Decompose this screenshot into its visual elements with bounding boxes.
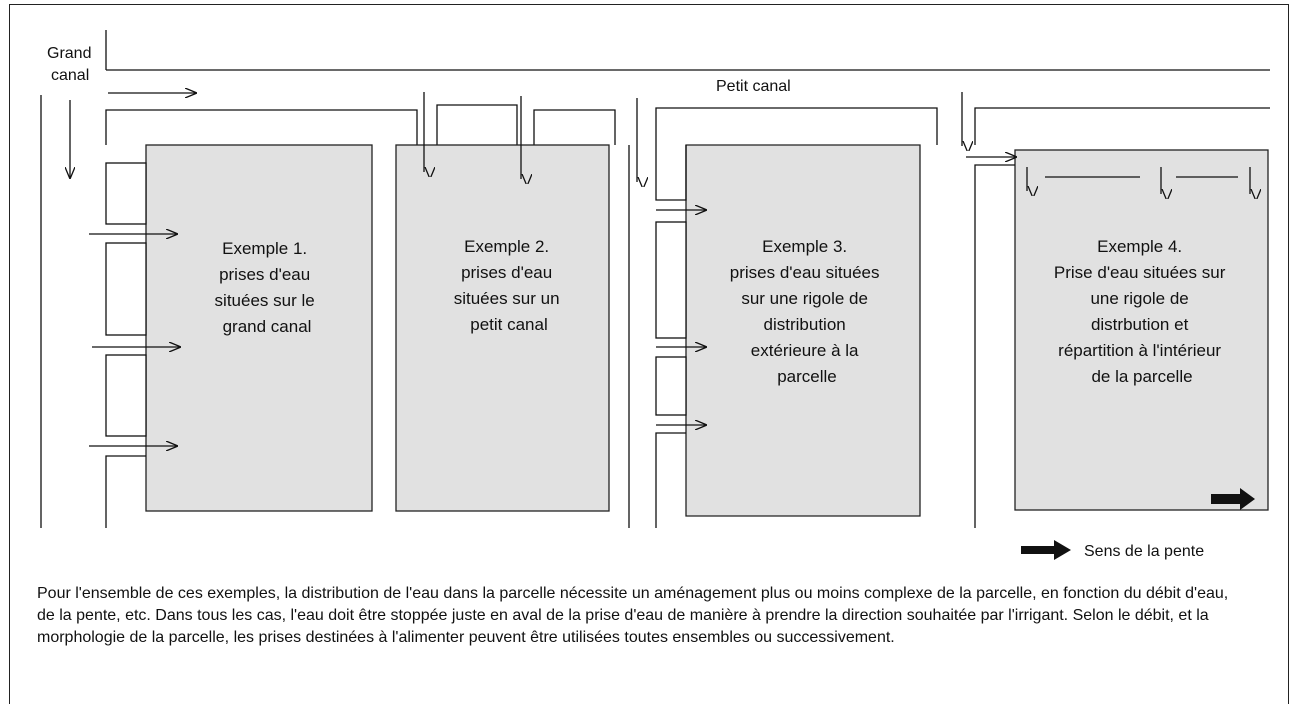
plot-example-4 xyxy=(1014,149,1269,511)
example-1-line: grand canal xyxy=(223,317,312,336)
plot-example-1 xyxy=(145,144,373,512)
example-3-line: distribution xyxy=(764,315,846,334)
example-3-line: sur une rigole de xyxy=(741,289,868,308)
petit-canal-label: Petit canal xyxy=(716,78,791,95)
example-4-line: répartition à l'intérieur xyxy=(1058,341,1221,360)
canal-bank-block xyxy=(105,162,147,225)
petit-canal: Petit canal xyxy=(105,69,1270,145)
example-4-line: une rigole de xyxy=(1090,289,1188,308)
figure-frame xyxy=(9,4,1289,704)
example-4-line: de la parcelle xyxy=(1091,367,1192,386)
example-4-line: Prise d'eau situées sur xyxy=(1054,263,1226,282)
example-3-line: parcelle xyxy=(777,367,837,386)
example-4-line: Exemple 4. xyxy=(1097,237,1182,256)
slope-arrow-icon xyxy=(1021,540,1071,560)
example-2-line: Exemple 2. xyxy=(464,237,549,256)
caption: Pour l'ensemble de ces exemples, la dist… xyxy=(37,585,1229,646)
grand-canal: Grand canal xyxy=(40,30,107,528)
canal-bank-line xyxy=(974,164,1015,528)
example-2-label: Exemple 2. prises d'eau situées sur un p… xyxy=(454,237,565,334)
canal-bank-block xyxy=(105,242,147,336)
example-4: Exemple 4. Prise d'eau situées sur une r… xyxy=(961,92,1269,528)
example-1-line: Exemple 1. xyxy=(222,239,307,258)
example-3: Exemple 3. prises d'eau situées sur une … xyxy=(628,98,921,528)
petit-canal-bank-segment-1 xyxy=(105,109,418,145)
plot-example-2 xyxy=(395,144,610,512)
slope-arrow-icon xyxy=(1211,488,1255,510)
example-4-label: Exemple 4. Prise d'eau situées sur une r… xyxy=(1054,237,1230,386)
canal-bank-block xyxy=(655,432,686,528)
example-1-label: Exemple 1. prises d'eau situées sur le g… xyxy=(215,239,320,336)
petit-canal-bank-segment-3 xyxy=(533,109,616,145)
example-2: Exemple 2. prises d'eau situées sur un p… xyxy=(395,92,610,512)
petit-canal-bank-segment-2 xyxy=(436,104,518,145)
petit-canal-bank-segment-4 xyxy=(655,107,938,145)
example-3-line: extérieure à la xyxy=(751,341,859,360)
example-2-line: prises d'eau xyxy=(461,263,552,282)
grand-canal-label-1: Grand xyxy=(47,45,91,62)
grand-canal-label-2: canal xyxy=(51,67,89,84)
example-2-line: petit canal xyxy=(470,315,548,334)
example-2-line: situées sur un xyxy=(454,289,560,308)
example-3-line: Exemple 3. xyxy=(762,237,847,256)
example-1-line: prises d'eau xyxy=(219,265,310,284)
example-1: Exemple 1. prises d'eau situées sur le g… xyxy=(89,144,373,528)
canal-bank-block xyxy=(655,356,687,416)
canal-bank-block xyxy=(105,354,147,437)
example-3-line: prises d'eau situées xyxy=(730,263,880,282)
canal-bank-block xyxy=(655,221,687,339)
example-3-label: Exemple 3. prises d'eau situées sur une … xyxy=(730,237,884,386)
legend: Sens de la pente xyxy=(1021,540,1204,560)
example-4-line: distrbution et xyxy=(1091,315,1189,334)
canal-bank-block xyxy=(655,145,687,201)
petit-canal-bank-segment-5 xyxy=(974,107,1270,145)
example-1-line: situées sur le xyxy=(215,291,315,310)
canal-bank-block xyxy=(105,455,146,528)
legend-label: Sens de la pente xyxy=(1084,543,1204,560)
